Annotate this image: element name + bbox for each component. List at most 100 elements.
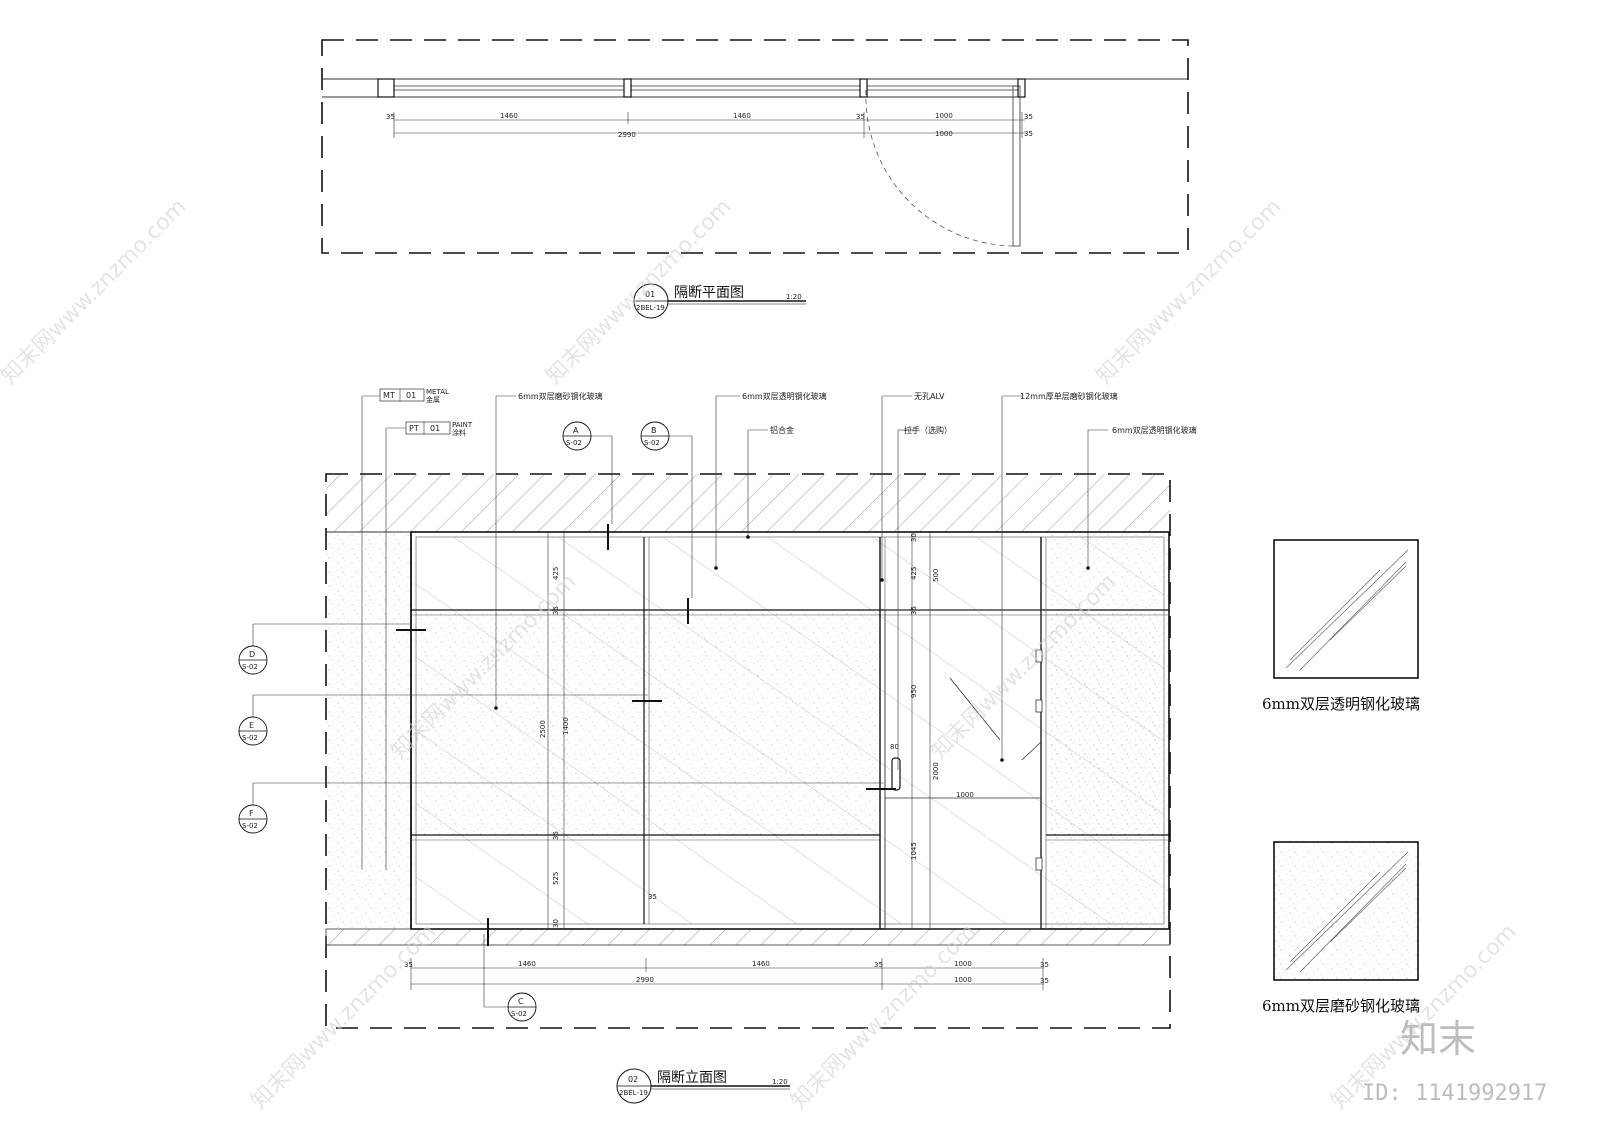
vdim-30b: 30 (910, 533, 918, 542)
material-tag-metal: MT 01 METAL 金属 (361, 388, 449, 870)
vdim-525: 525 (552, 872, 560, 885)
vdim-35c: 35 (648, 893, 657, 901)
legend-frosted-glass: 6mm双层磨砂钢化玻璃 (1262, 841, 1420, 1015)
section-mark-A: A S-02 (562, 421, 613, 550)
plan-left-jamb (377, 78, 395, 98)
vdim-2500: 2500 (539, 720, 547, 738)
elev-dim-1000-a: 1000 (954, 960, 972, 968)
section-mark-C-sheet: S-02 (511, 1010, 527, 1018)
elevation-title: 隔断立面图 (657, 1070, 727, 1086)
plan-dim-1000-b: 1000 (935, 130, 953, 138)
elevation-ref-number: 02 (628, 1075, 638, 1084)
section-mark-E-sheet: S-02 (242, 734, 258, 742)
mt-en: METAL (426, 388, 449, 396)
section-mark-D-sheet: S-02 (242, 663, 258, 671)
hdim-80: 80 (890, 743, 899, 751)
mt-cn: 金属 (426, 395, 440, 404)
vdim-500: 500 (932, 569, 940, 582)
callout-aluminum-label: 铝合金 (770, 425, 794, 435)
watermark-text-1: 知末网www.znzmo.com (0, 194, 191, 389)
material-tag-paint: PT 01 PAINT 涂料 (385, 421, 473, 870)
section-mark-F-sheet: S-02 (242, 822, 258, 830)
elev-dim-1000-b: 1000 (954, 976, 972, 984)
plan-view: 35 1460 1460 35 1000 35 2990 1000 35 01 … (321, 39, 1189, 319)
vdim-1400: 1400 (562, 717, 570, 735)
plan-door-swing (865, 89, 1014, 247)
plan-title-block: 01 2BEL-19 隔断平面图 1:20 (633, 283, 806, 319)
section-mark-B-sheet: S-02 (644, 439, 660, 447)
plan-dim-1000-a: 1000 (935, 112, 953, 120)
elevation-scale: 1:20 (772, 1078, 788, 1086)
hdim-1000: 1000 (956, 791, 974, 799)
elev-dim-gap-right: 35 (1040, 961, 1049, 969)
callout-aluminum: 铝合金 (746, 425, 794, 539)
elev-dim-gap-mid: 35 (874, 961, 883, 969)
plan-dim-gap-mid: 35 (856, 113, 865, 121)
plan-ref-sheet: 2BEL-19 (636, 304, 665, 312)
plan-dim-gap-left: 35 (386, 113, 395, 121)
legend-frosted-label: 6mm双层磨砂钢化玻璃 (1262, 997, 1420, 1015)
callout-clear-double-2-label: 6mm双层透明钢化玻璃 (1112, 425, 1197, 435)
vdim-950: 950 (910, 685, 918, 698)
watermark-text-7: 知末网www.znzmo.com (787, 919, 982, 1114)
elevation-title-block: 02 2BEL-19 隔断立面图 1:20 (616, 1068, 790, 1104)
mt-num: 01 (406, 391, 416, 400)
plan-title: 隔断平面图 (674, 285, 744, 301)
section-mark-A-sheet: S-02 (566, 439, 582, 447)
vdim-30a: 30 (552, 919, 560, 928)
elevation-view: 425 35 1400 2500 35 525 30 35 30 425 500… (238, 388, 1197, 1104)
section-mark-F-letter: F (249, 809, 254, 818)
plan-mullion-1 (623, 78, 632, 98)
door-handle[interactable] (891, 757, 901, 791)
section-mark-D: D S-02 (238, 623, 426, 675)
callout-clear-double-label: 6mm双层透明钢化玻璃 (742, 391, 827, 401)
callout-frosted-single-label: 12mm厚单层磨砂钢化玻璃 (1020, 391, 1118, 401)
pt-num: 01 (430, 424, 440, 433)
plan-dim-1460-a: 1460 (500, 112, 518, 120)
section-mark-D-letter: D (249, 650, 255, 659)
section-mark-F: F S-02 (238, 782, 896, 834)
legend: 6mm双层透明钢化玻璃 6mm双层磨砂钢化玻璃 (1262, 539, 1420, 1015)
callout-frosted-double-label: 6mm双层磨砂钢化玻璃 (518, 391, 603, 401)
glass-diagonals (416, 537, 1164, 924)
vdim-425: 425 (552, 567, 560, 580)
elev-dim-2990: 2990 (636, 976, 654, 984)
callout-clear-double-2: 6mm双层透明钢化玻璃 (1086, 425, 1197, 570)
plan-border (321, 39, 1189, 254)
callout-handle-label: 拉手（选购） (904, 425, 952, 435)
watermark-id: ID: 1141992917 (1362, 1081, 1547, 1106)
floor-slab (325, 928, 1171, 946)
vdim-35a: 35 (552, 606, 560, 615)
vdim-425b: 425 (910, 567, 918, 580)
door-panel (884, 609, 1042, 930)
callout-no-hole: 无孔ALV (880, 392, 945, 582)
legend-clear-label: 6mm双层透明钢化玻璃 (1262, 695, 1420, 713)
callout-clear-double: 6mm双层透明钢化玻璃 (714, 391, 827, 570)
section-mark-C-letter: C (518, 997, 524, 1006)
callout-frosted-double: 6mm双层磨砂钢化玻璃 (494, 391, 603, 710)
callout-handle: 拉手（选购） (897, 425, 952, 770)
partition-frame (410, 531, 1170, 930)
section-mark-A-letter: A (573, 426, 579, 435)
plan-dim-2990: 2990 (618, 131, 636, 139)
elev-dim-1460-a: 1460 (518, 960, 536, 968)
legend-clear-glass: 6mm双层透明钢化玻璃 (1262, 539, 1420, 713)
section-mark-E-letter: E (249, 721, 254, 730)
plan-door-leaf (1012, 85, 1021, 247)
watermark-brand: 知末 (1400, 1017, 1476, 1061)
watermark-text-6: 知末网www.znzmo.com (247, 919, 442, 1114)
plan-ref-number: 01 (645, 290, 655, 299)
plan-dim-gap-right: 35 (1024, 113, 1033, 121)
callout-frosted-single: 12mm厚单层磨砂钢化玻璃 (1000, 391, 1118, 762)
pt-cn: 涂料 (452, 428, 466, 437)
callout-no-hole-label: 无孔ALV (914, 392, 945, 401)
pt-en: PAINT (452, 421, 473, 429)
pt-code: PT (409, 424, 419, 433)
plan-dim-1460-b: 1460 (733, 112, 751, 120)
elev-dim-gap-right-2: 35 (1040, 977, 1049, 985)
vdim-35b: 35 (552, 831, 560, 840)
plan-mullion-2 (859, 78, 868, 98)
elev-dim-1460-b: 1460 (752, 960, 770, 968)
mt-code: MT (383, 391, 395, 400)
